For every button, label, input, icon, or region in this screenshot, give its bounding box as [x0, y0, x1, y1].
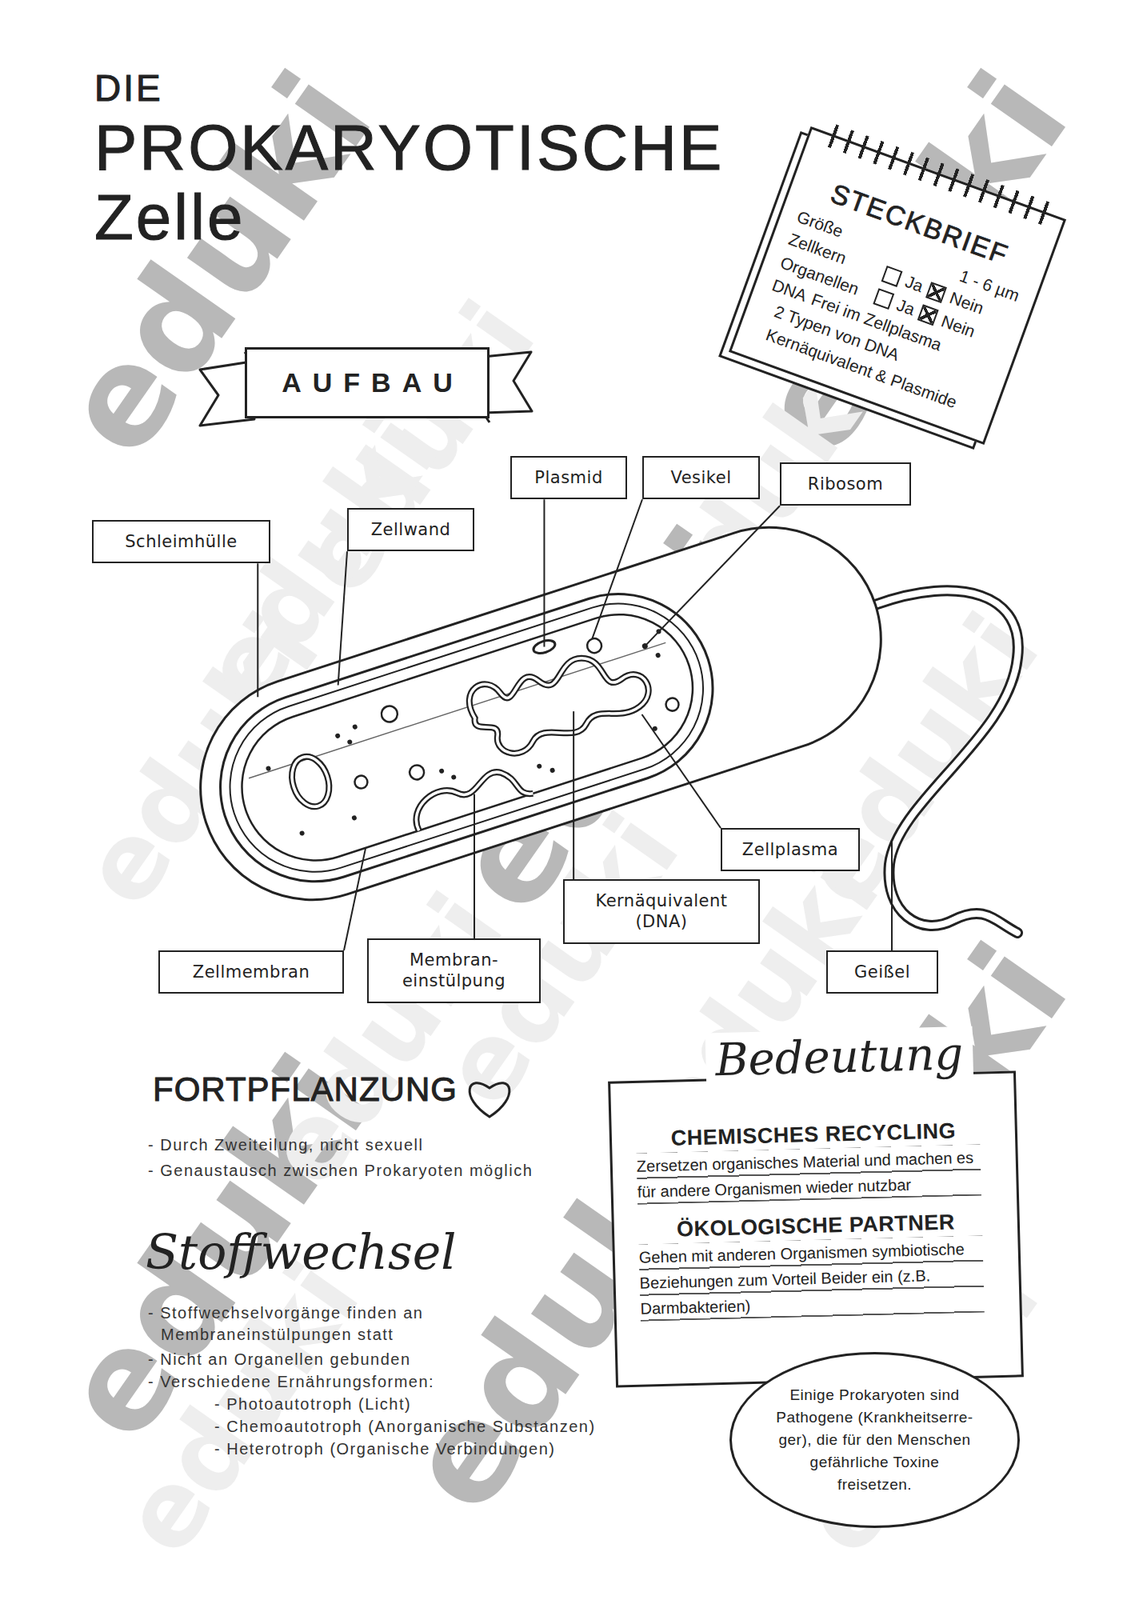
leader-line	[543, 499, 545, 647]
leader-line	[891, 839, 893, 951]
label-text: Zellwand	[358, 519, 464, 540]
leader-line	[473, 794, 476, 939]
card-text: Ja	[902, 271, 927, 298]
banner-text: AUFBAU	[281, 367, 464, 399]
bullet-text: - Heterotroph (Organische Verbindungen)	[214, 1438, 676, 1460]
label-text: Membran- einstülpung	[378, 949, 530, 992]
checkbox	[872, 287, 895, 310]
leader-line	[256, 563, 259, 697]
page-title: DIE PROKARYOTISCHE Zelle	[94, 44, 511, 252]
label-text: Zellplasma	[731, 839, 849, 860]
label-text: Zellmembran	[169, 961, 333, 983]
part-label: Vesikel	[642, 455, 760, 500]
bullet-text: - Stoffwechselvorgänge finden an Membran…	[147, 1302, 481, 1346]
leader-line	[591, 499, 643, 639]
card-text: Ja	[894, 293, 919, 320]
label-text: Ribosom	[791, 473, 900, 495]
section-heading: FORTPFLANZUNG	[152, 1070, 458, 1109]
bubble-text: Einige Prokaryoten sind Pathogene (Krank…	[775, 1383, 976, 1496]
bullet-text: - Genaustausch zwischen Prokaryoten mögl…	[147, 1159, 673, 1182]
panel-text: Zersetzen organisches Material und mache…	[635, 1144, 982, 1205]
leader-line	[644, 505, 780, 646]
bullet-text: - Nicht an Organellen gebunden	[147, 1348, 561, 1371]
bacterium	[171, 498, 910, 929]
part-label: Zellmembran	[158, 950, 344, 994]
importance-panel: BedeutungCHEMISCHES RECYCLINGZersetzen o…	[607, 1070, 1024, 1387]
part-label: Plasmid	[510, 455, 628, 500]
flagellum-outline	[875, 590, 1019, 933]
leader-line	[641, 714, 721, 828]
section-heading: Stoffwechsel	[145, 1223, 456, 1280]
bullet-text: - Verschiedene Ernährungsformen:	[147, 1370, 561, 1393]
heart-doodle	[469, 1083, 510, 1117]
leader-line	[572, 711, 575, 880]
part-label: Zellwand	[347, 507, 475, 552]
panel-text: Gehen mit anderen Organismen symbiotisch…	[638, 1235, 984, 1322]
checkbox-checked	[925, 281, 948, 304]
part-label: Ribosom	[779, 462, 912, 506]
checkbox-checked	[917, 303, 940, 326]
flagellum-fill	[875, 590, 1019, 933]
label-text: Geißel	[837, 961, 928, 983]
checkbox	[881, 265, 904, 288]
bullet-text: - Chemoautotroph (Anorganische Substanze…	[214, 1415, 676, 1438]
panel-heading: Bedeutung	[705, 1026, 974, 1088]
bullet-text: - Durch Zweiteilung, nicht sexuell	[147, 1134, 673, 1156]
title-banner: AUFBAU	[244, 347, 490, 419]
leader-line	[343, 847, 366, 951]
part-label: Membran- einstülpung	[367, 938, 541, 1004]
part-label: Geißel	[826, 950, 939, 994]
label-text: Schleimhülle	[103, 531, 260, 552]
label-text: Plasmid	[521, 467, 616, 488]
label-text: Kernäquivalent (DNA)	[574, 890, 749, 933]
part-label: Schleimhülle	[91, 519, 271, 564]
label-text: Vesikel	[653, 467, 749, 488]
bullet-text: - Photoautotroph (Licht)	[214, 1393, 676, 1415]
part-label: Kernäquivalent (DNA)	[563, 879, 760, 944]
pathogen-bubble: Einige Prokaryoten sind Pathogene (Krank…	[729, 1351, 1020, 1528]
leader-line	[338, 551, 348, 685]
part-label: Zellplasma	[720, 827, 860, 872]
